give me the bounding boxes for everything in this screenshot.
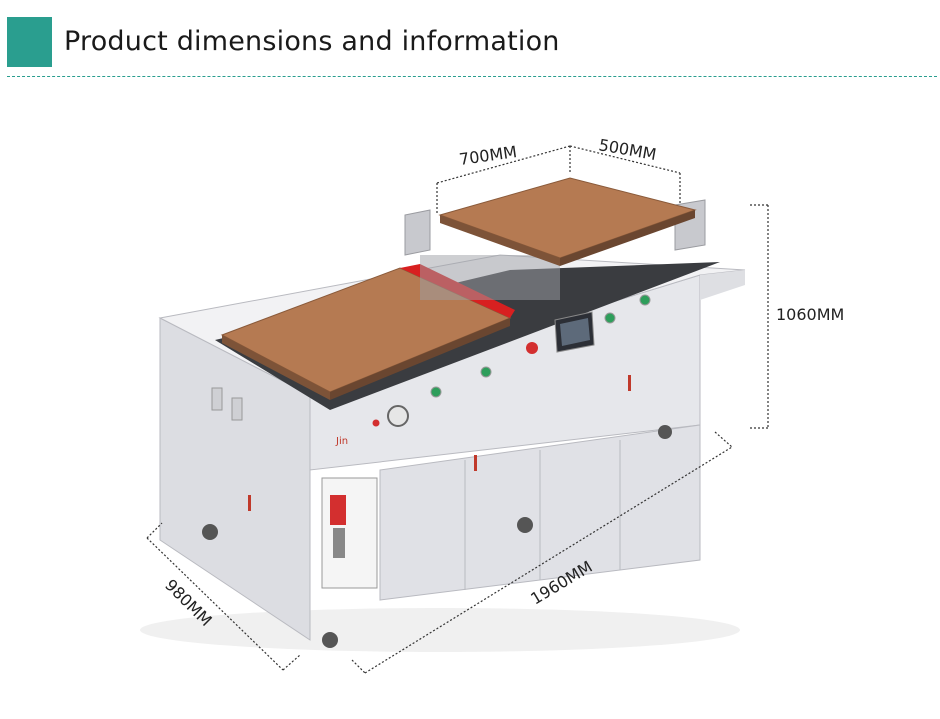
header-accent-block bbox=[7, 17, 52, 67]
dimension-label-500: 500MM bbox=[597, 135, 658, 164]
header-divider bbox=[7, 76, 937, 77]
product-photo: Jin bbox=[140, 177, 746, 652]
product-figure: Jin 700MM 500MM 1060MM 196 bbox=[140, 135, 844, 674]
brand-mark: Jin bbox=[335, 436, 348, 447]
dimension-label-700: 700MM bbox=[458, 142, 518, 169]
page-title: Product dimensions and information bbox=[64, 26, 560, 57]
dimension-label-1060: 1060MM bbox=[776, 305, 844, 324]
dimension-height: 1060MM bbox=[750, 204, 844, 429]
